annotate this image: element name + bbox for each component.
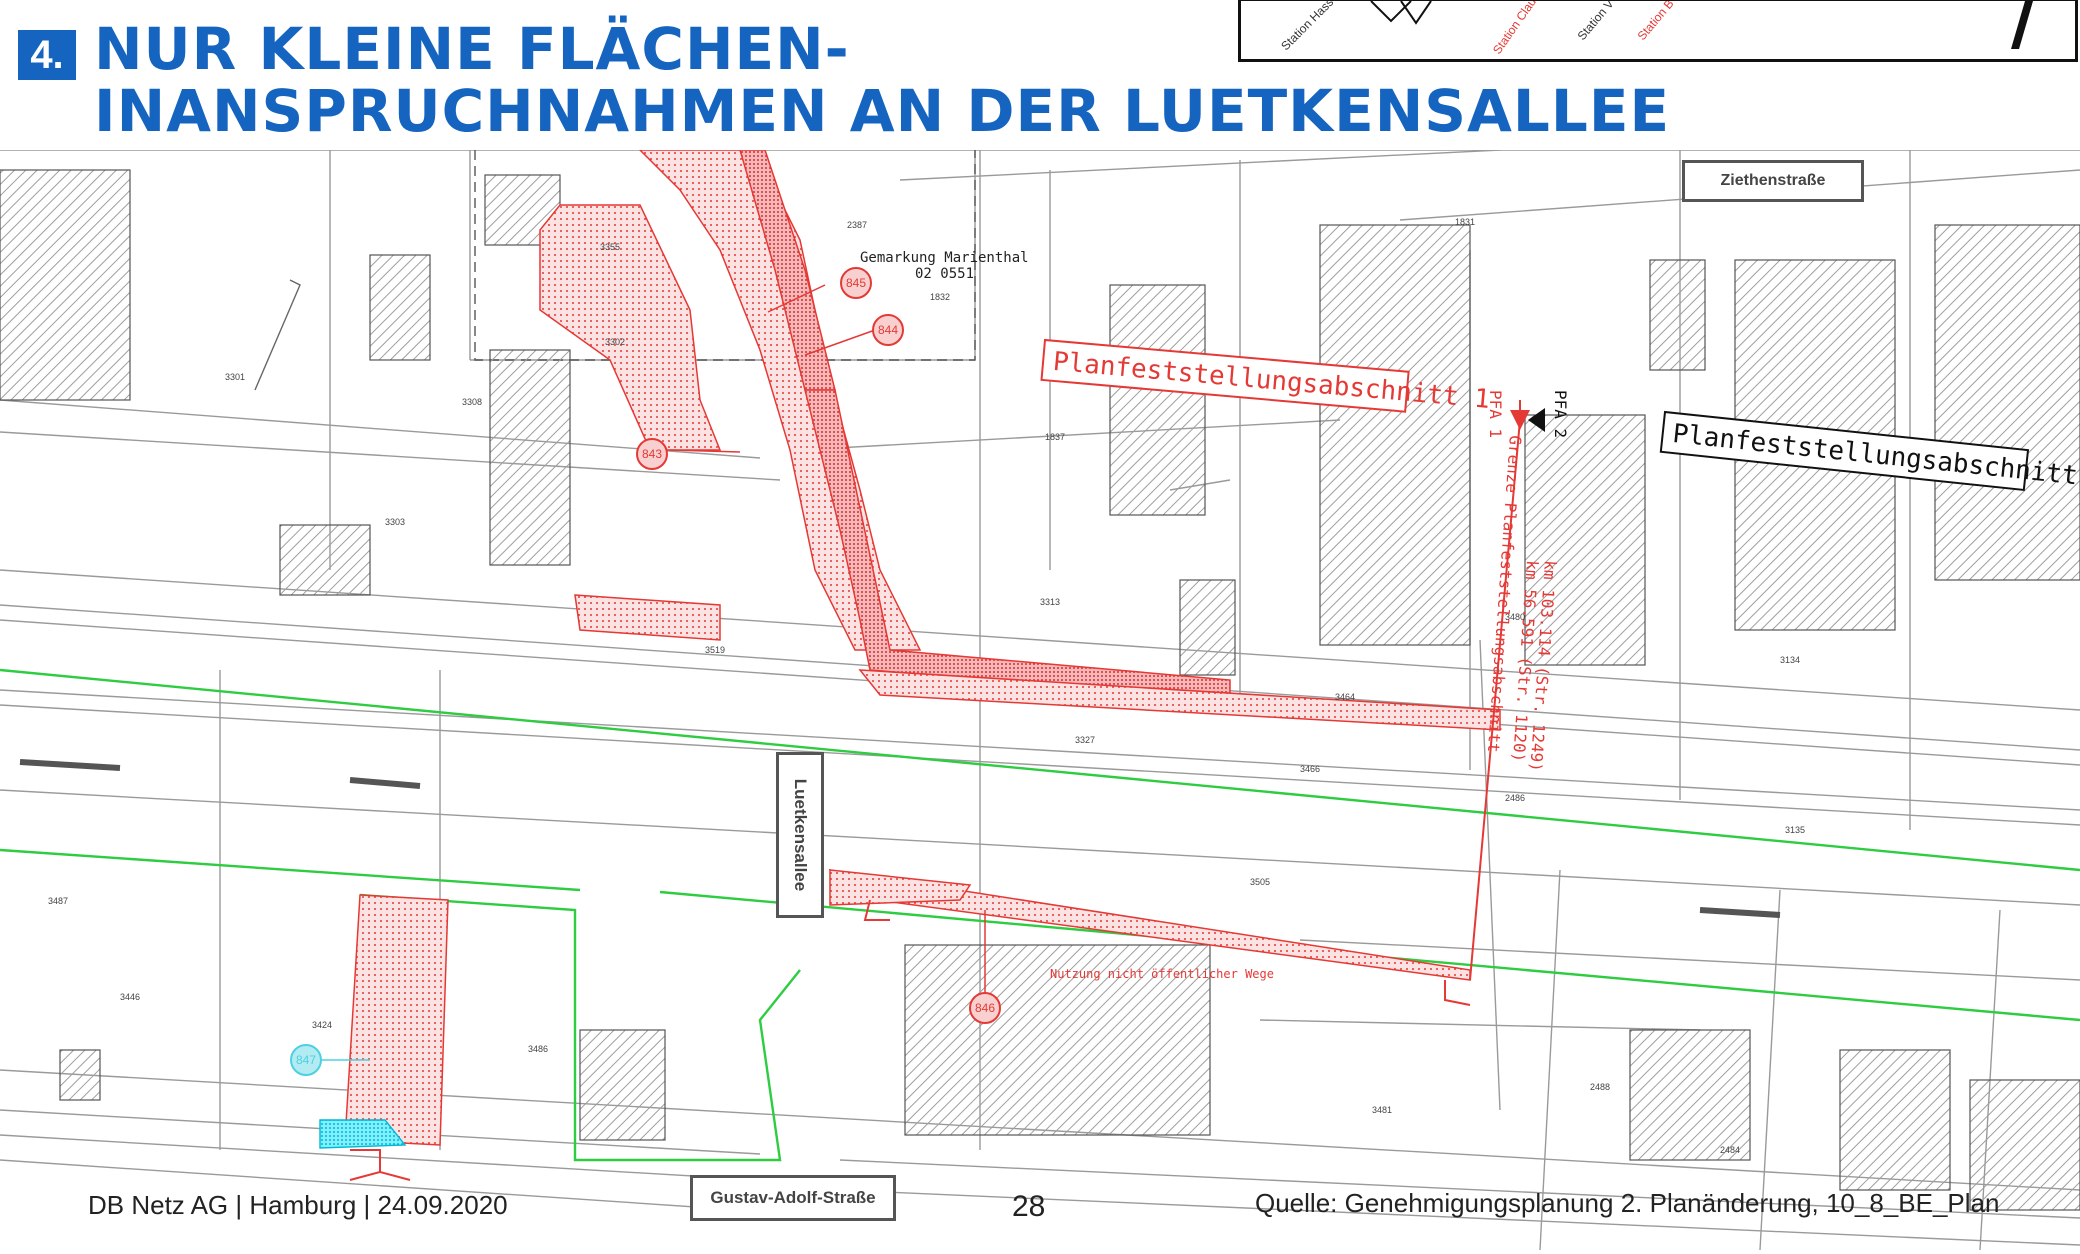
footer-organization: DB Netz AG | Hamburg | 24.09.2020 <box>88 1190 508 1220</box>
street-label-ziethenstrasse: Ziethenstraße <box>1682 160 1864 202</box>
slide-title-line-2: INANSPRUCHNAHMEN AN DER LUETKENSALLEE <box>94 77 1671 145</box>
svg-text:2488: 2488 <box>1590 1082 1610 1092</box>
svg-text:846: 846 <box>975 1001 995 1015</box>
page-number: 28 <box>1012 1190 1046 1223</box>
svg-text:3301: 3301 <box>225 372 245 382</box>
svg-text:2486: 2486 <box>1505 793 1525 803</box>
svg-text:3466: 3466 <box>1300 764 1320 774</box>
svg-text:3308: 3308 <box>462 397 482 407</box>
gemarkung-label: Gemarkung Marienthal <box>860 250 1029 266</box>
svg-text:1831: 1831 <box>1455 217 1475 227</box>
area-callout: 843 <box>636 438 668 470</box>
area-callout: 844 <box>872 314 904 346</box>
svg-text:843: 843 <box>642 447 662 461</box>
gemarkung-number: 02 0551 <box>915 266 974 282</box>
svg-text:2387: 2387 <box>847 220 867 230</box>
svg-text:1724: 1724 <box>527 150 547 152</box>
area-callout: 846 <box>969 915 1001 1024</box>
svg-text:844: 844 <box>878 323 898 337</box>
parcel-numbers: 3355 3302 3301 3303 3308 3519 3327 3313 … <box>48 150 1805 1155</box>
occupation-area-north <box>344 150 1501 1146</box>
inset-station-label: Station B <box>1635 1 1677 43</box>
svg-text:3355: 3355 <box>600 242 620 252</box>
street-label-luetkensallee: Luetkensallee <box>776 752 824 918</box>
area-callout: 845 <box>840 267 872 299</box>
building-footprints <box>0 169 2080 1211</box>
section-number: 4. <box>18 30 76 80</box>
pfa2-marker-text: PFA 2 <box>1551 390 1570 438</box>
svg-text:3313: 3313 <box>1040 597 1060 607</box>
source-note: Quelle: Genehmigungsplanung 2. Planänder… <box>1255 1188 2000 1218</box>
svg-text:3486: 3486 <box>528 1044 548 1054</box>
area-callout: 847 <box>290 1044 322 1076</box>
svg-text:1837: 1837 <box>1045 432 1065 442</box>
svg-text:2484: 2484 <box>1720 1145 1740 1155</box>
svg-text:3519: 3519 <box>705 645 725 655</box>
svg-text:3464: 3464 <box>1335 692 1355 702</box>
inset-overview-map: Station Hass Station Claus Station V Sta… <box>1238 0 2078 62</box>
inset-station-label: Station Claus <box>1490 1 1542 57</box>
usage-note: Nutzung nicht öffentlicher Wege <box>1050 967 1274 981</box>
svg-text:3302: 3302 <box>605 337 625 347</box>
svg-text:845: 845 <box>846 276 866 290</box>
svg-text:3134: 3134 <box>1780 655 1800 665</box>
svg-text:3505: 3505 <box>1250 877 1270 887</box>
pfa-marker-red <box>1510 410 1530 430</box>
svg-text:3446: 3446 <box>120 992 140 1002</box>
svg-text:3480: 3480 <box>1505 612 1525 622</box>
pfa-marker-black <box>1528 408 1545 432</box>
svg-text:3135: 3135 <box>1785 825 1805 835</box>
svg-text:3424: 3424 <box>312 1020 332 1030</box>
pfa1-marker-text: PFA 1 <box>1486 390 1505 438</box>
svg-text:3303: 3303 <box>385 517 405 527</box>
svg-text:3327: 3327 <box>1075 735 1095 745</box>
site-plan-map: 845 844 843 846 847 Gemarkung Marienthal… <box>0 150 2080 1254</box>
svg-text:847: 847 <box>296 1053 316 1067</box>
occupation-area-847 <box>319 1119 407 1149</box>
inset-station-label: Station V <box>1575 1 1617 43</box>
inset-station-label: Station Hass <box>1278 1 1336 53</box>
street-label-gustav-adolf-strasse: Gustav-Adolf-Straße <box>690 1175 896 1221</box>
svg-text:3481: 3481 <box>1372 1105 1392 1115</box>
slide-title-line-1: NUR KLEINE FLÄCHEN- <box>94 15 850 83</box>
dashed-parcel-boundary <box>474 150 976 361</box>
svg-text:3487: 3487 <box>48 896 68 906</box>
svg-text:1832: 1832 <box>930 292 950 302</box>
